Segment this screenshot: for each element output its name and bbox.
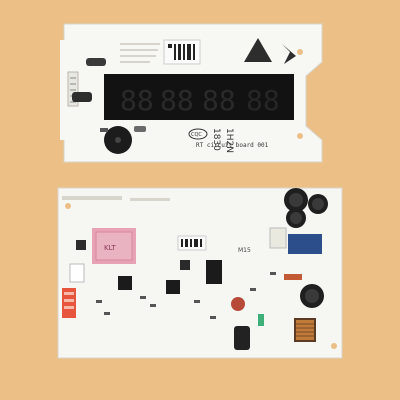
mounting-hole — [65, 203, 71, 209]
power-ic — [166, 280, 180, 294]
relay: KLT — [92, 228, 136, 264]
film-capacitor — [269, 227, 287, 249]
silkscreen-lines — [120, 43, 160, 63]
resistor-array — [100, 128, 108, 132]
display-digits-1: 88 — [120, 84, 154, 117]
display-digits-3: 88 — [202, 84, 236, 117]
barcode-sticker-bottom — [177, 235, 207, 251]
indicator-led — [258, 314, 264, 326]
ic-chip-left — [76, 240, 86, 250]
display-digits-2: 88 — [160, 84, 194, 117]
ic-chip-mid — [180, 260, 190, 270]
display-digits-4: 88 — [246, 84, 280, 117]
smd-parts — [96, 272, 276, 319]
display-board: 88 88 88 88 — [60, 23, 323, 163]
power-ic — [118, 276, 132, 290]
led-display: 88 88 88 88 — [104, 74, 294, 120]
control-board: KLT M15 — [57, 187, 343, 359]
board-silkscreen: RT circuit board 001 — [196, 142, 269, 149]
mounting-hole — [297, 133, 303, 139]
blue-capacitor — [288, 234, 322, 254]
varistor — [231, 297, 245, 311]
inductor-coil — [294, 318, 316, 342]
warning-triangle-icon — [244, 38, 272, 62]
crystal-oscillator — [86, 58, 106, 66]
white-connector — [69, 263, 85, 283]
transistor — [72, 92, 92, 102]
power-ic — [206, 260, 222, 284]
model-number: 1830 — [211, 128, 221, 151]
header-row — [62, 196, 170, 201]
fuse — [284, 274, 302, 280]
capacitor-large — [284, 188, 328, 308]
mounting-hole — [331, 343, 337, 349]
display-panel — [104, 74, 294, 120]
cert-mark-badge — [188, 128, 208, 140]
red-connector — [62, 288, 76, 318]
cable-wire — [234, 326, 250, 350]
relay-label: KLT — [104, 244, 117, 252]
mounting-hole — [297, 49, 303, 55]
chip-label: M15 — [238, 247, 251, 254]
capacitor-small — [134, 126, 146, 132]
barcode-sticker — [163, 39, 201, 65]
model-label: 1H2N — [224, 128, 234, 153]
cert-mark: CQC — [191, 132, 202, 138]
left-tab — [60, 40, 70, 140]
logo-icon — [282, 44, 296, 64]
